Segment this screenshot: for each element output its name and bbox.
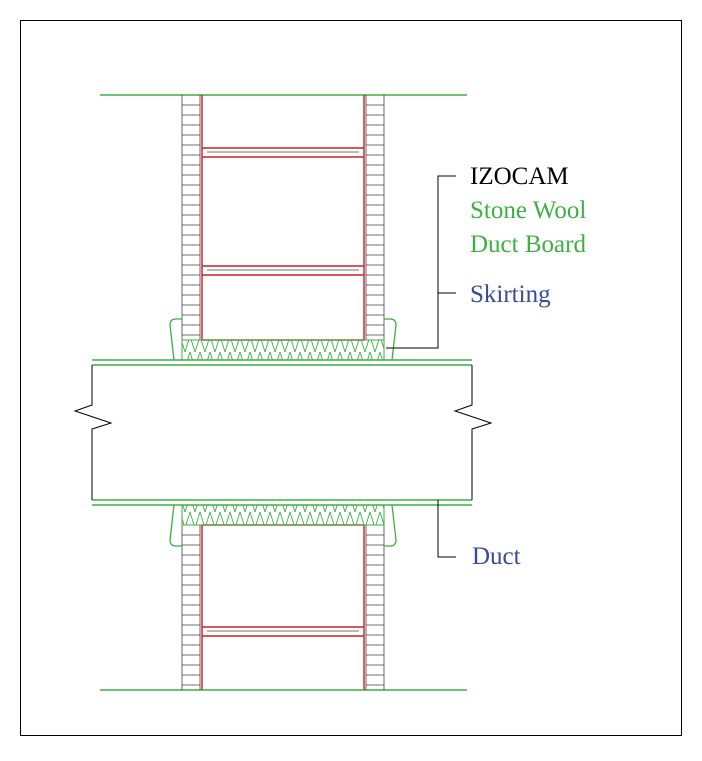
right-brick-facing-lower	[365, 525, 385, 690]
mortar-joints-upper	[207, 151, 359, 271]
stone-wool-band-bottom	[181, 504, 385, 526]
drawing-frame	[20, 20, 682, 736]
label-duct: Duct	[472, 543, 521, 570]
left-brick-facing-upper	[181, 95, 201, 340]
skirting-bottom	[169, 504, 397, 547]
left-brick-facing-lower	[181, 525, 201, 690]
label-skirting: Skirting	[470, 281, 551, 308]
stone-wool-band-top	[181, 339, 385, 361]
label-stone-wool: Stone Wool	[470, 197, 587, 224]
skirting-top	[169, 318, 397, 361]
duct-body	[92, 359, 472, 506]
label-duct-board: Duct Board	[470, 231, 586, 258]
wall-blocks-lower	[201, 524, 365, 690]
wall-blocks-upper	[201, 95, 365, 341]
leader-lines	[386, 175, 456, 558]
right-brick-facing-upper	[365, 95, 385, 340]
label-izocam: IZOCAM	[470, 163, 569, 190]
duct-break-lines	[73, 365, 493, 500]
